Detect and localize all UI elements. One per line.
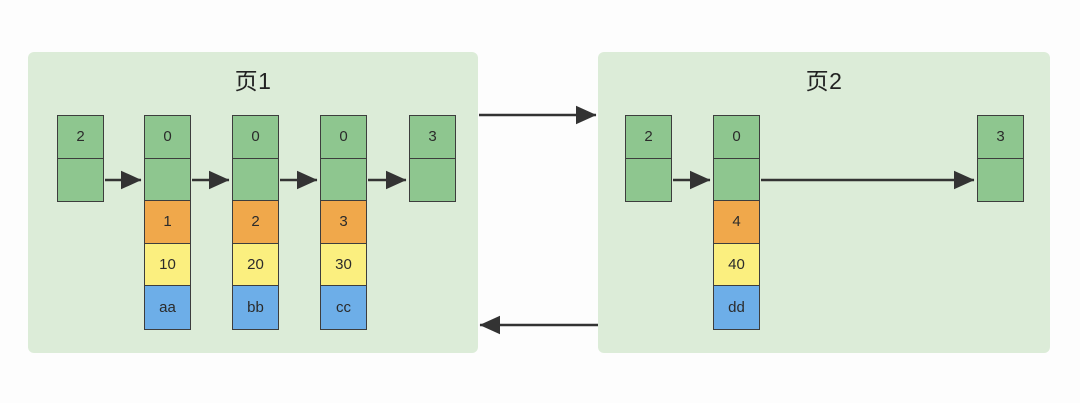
page-2-title: 页2 (805, 68, 843, 94)
page-2-record-node-1-pointer: 0 (714, 116, 759, 159)
page-1-record-node-2-value: bb (233, 286, 278, 329)
page-2-head-node-cell-1 (626, 158, 671, 201)
page-2-record-node-1-key: 40 (714, 243, 759, 286)
page-1-record-node-1-pointer: 0 (145, 116, 190, 159)
page-1-record-node-2-link (233, 158, 278, 201)
page-1-record-node-2-pointer: 0 (233, 116, 278, 159)
page-1-record-node-2-key: 20 (233, 243, 278, 286)
page-panel-2: 页2 (598, 52, 1050, 353)
page-1-head-node-cell-0: 2 (58, 116, 103, 159)
page-1-tail-node-cell-0: 3 (410, 116, 455, 159)
page-1-record-node-2[interactable]: 0 2 20 bb (232, 115, 279, 330)
page-1-tail-node[interactable]: 3 (409, 115, 456, 202)
page-2-tail-node-cell-1 (978, 158, 1023, 201)
page-2-head-node[interactable]: 2 (625, 115, 672, 202)
page-2-record-node-1-link (714, 158, 759, 201)
page-2-head-node-cell-0: 2 (626, 116, 671, 159)
page-1-record-node-1-link (145, 158, 190, 201)
page-1-record-node-3-link (321, 158, 366, 201)
page-1-record-node-3[interactable]: 0 3 30 cc (320, 115, 367, 330)
page-1-head-node[interactable]: 2 (57, 115, 104, 202)
page-1-record-node-1[interactable]: 0 1 10 aa (144, 115, 191, 330)
page-1-record-node-1-value: aa (145, 286, 190, 329)
page-1-record-node-1-key: 10 (145, 243, 190, 286)
page-1-record-node-3-pointer: 0 (321, 116, 366, 159)
page-1-record-node-1-slot: 1 (145, 201, 190, 244)
page-1-head-node-cell-1 (58, 158, 103, 201)
page-2-tail-node-cell-0: 3 (978, 116, 1023, 159)
page-2-record-node-1-value: dd (714, 286, 759, 329)
page-1-record-node-3-slot: 3 (321, 201, 366, 244)
page-2-record-node-1-slot: 4 (714, 201, 759, 244)
page-2-record-node-1[interactable]: 0 4 40 dd (713, 115, 760, 330)
page-1-record-node-3-value: cc (321, 286, 366, 329)
page-1-tail-node-cell-1 (410, 158, 455, 201)
page-1-record-node-3-key: 30 (321, 243, 366, 286)
page-2-tail-node[interactable]: 3 (977, 115, 1024, 202)
page-1-record-node-2-slot: 2 (233, 201, 278, 244)
page-1-title: 页1 (234, 68, 272, 94)
